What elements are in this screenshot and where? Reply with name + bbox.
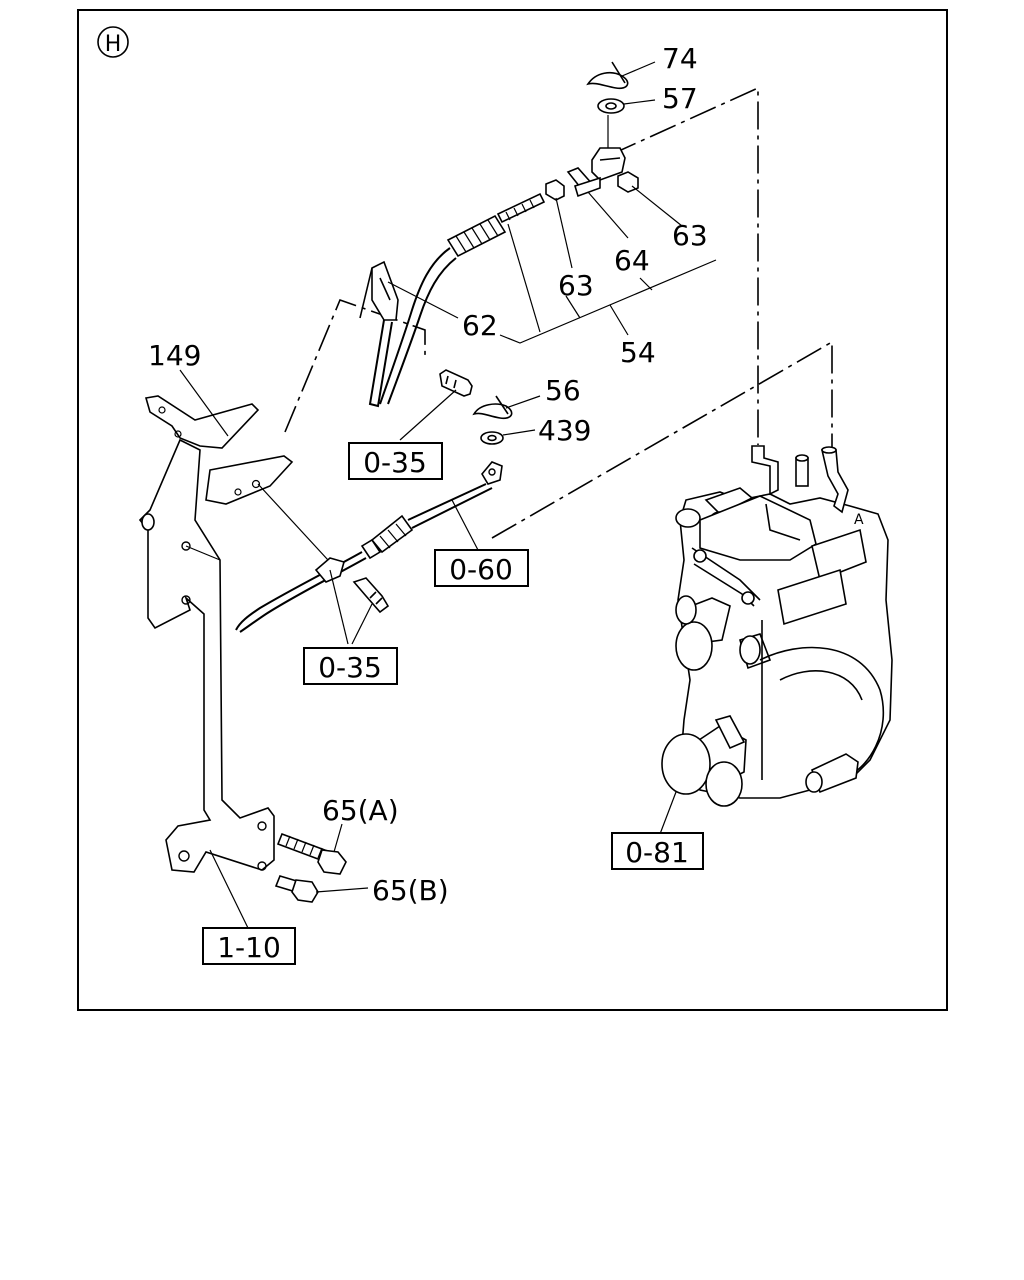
label-64: 64 [614,244,650,277]
bolt-65b-part [274,875,369,903]
label-62: 62 [462,309,498,342]
section-marker-label: H [105,32,122,57]
bracket-149-part [144,395,294,505]
svg-text:A: A [854,512,864,528]
ref-box-1-10[interactable]: 1-10 [202,927,296,965]
ref-0-60-label: 0-60 [449,553,513,586]
support-bracket-part [138,438,275,873]
label-57: 57 [662,82,698,115]
ref-1-10-label: 1-10 [217,931,281,964]
shift-cable-lower-part [235,461,503,633]
label-439: 439 [538,414,591,447]
ref-box-0-35-top[interactable]: 0-35 [348,442,443,480]
label-56: 56 [545,374,581,407]
ref-box-0-81[interactable]: 0-81 [611,832,704,870]
label-63-right: 63 [672,219,708,252]
section-marker: H [97,26,129,58]
washer-57-part [597,98,656,114]
leader-54 [499,223,717,344]
label-149: 149 [148,339,201,372]
ref-0-81-label: 0-81 [625,836,689,869]
ref-0-35-bottom-label: 0-35 [318,651,382,684]
bolt-65a-part [276,823,347,875]
diagram-frame [77,9,948,1011]
label-63-left: 63 [558,269,594,302]
washer-439-part [480,429,536,445]
label-65b: 65(B) [372,874,449,907]
nut-63-right-part [617,171,683,227]
label-74: 74 [662,42,698,75]
clip-74-part [586,61,656,90]
clip-56-part [472,395,541,420]
transmission-part: A [661,445,893,807]
ref-box-0-60[interactable]: 0-60 [434,549,529,587]
bolt-upper-part [399,369,473,441]
ref-box-0-35-bottom[interactable]: 0-35 [303,647,398,685]
ref-0-35-top-label: 0-35 [363,446,427,479]
nut-63-left-part [545,179,573,269]
label-54: 54 [620,336,656,369]
label-65a: 65(A) [322,794,399,827]
shift-cable-upper-part [379,192,546,405]
cable-clamp-62-part [359,260,399,408]
cable-bracket-part [566,147,626,198]
